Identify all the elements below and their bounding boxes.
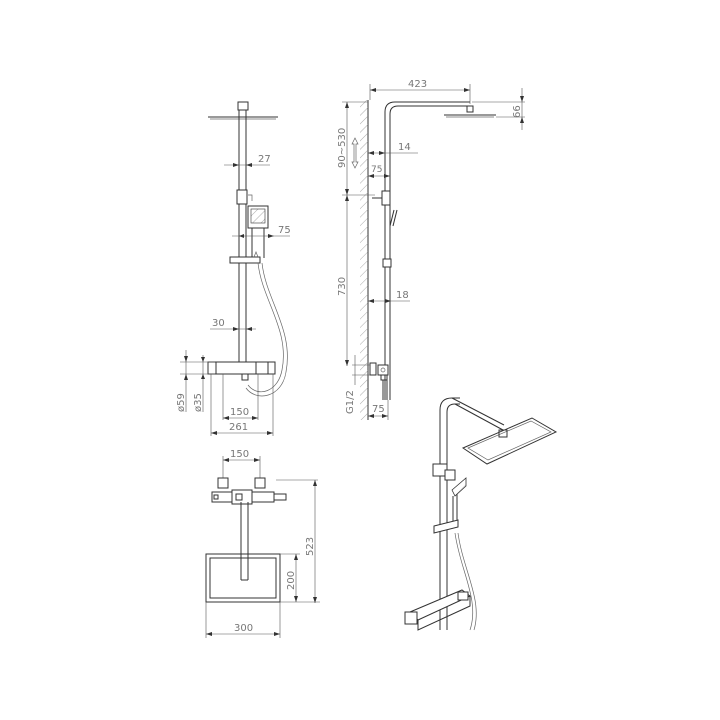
dim-label-18: 18 bbox=[396, 290, 409, 301]
side-hand-shower bbox=[389, 209, 395, 227]
right-handle bbox=[255, 361, 269, 375]
inlet-nut bbox=[369, 362, 377, 376]
top-rain-head-outer bbox=[205, 553, 281, 603]
top-rain-head-inner bbox=[209, 557, 277, 599]
slider-bracket bbox=[229, 256, 261, 264]
dim-label-150-top: 150 bbox=[230, 449, 249, 460]
head-connector bbox=[237, 101, 249, 111]
front-view: 27 75 30 bbox=[176, 101, 291, 436]
iso-riser bbox=[439, 397, 460, 630]
mixer-outlet bbox=[241, 373, 249, 381]
adjust-arrow-icon bbox=[351, 137, 359, 169]
iso-view bbox=[404, 397, 558, 631]
dim-label-423: 423 bbox=[408, 79, 427, 90]
dim-label-66: 66 bbox=[512, 105, 523, 118]
wall-hatch bbox=[360, 100, 368, 420]
side-slider bbox=[382, 258, 392, 268]
dim-label-g12: G1/2 bbox=[345, 390, 356, 414]
diverter-knob bbox=[236, 189, 248, 205]
dim-label-90-530: 90~530 bbox=[337, 128, 348, 168]
iso-slider bbox=[433, 519, 459, 534]
right-valve bbox=[254, 477, 266, 489]
dim-label-75-side-top: 75 bbox=[371, 165, 382, 175]
dim-label-27: 27 bbox=[258, 154, 271, 165]
iso-hose bbox=[454, 532, 474, 631]
side-mixer bbox=[377, 364, 389, 376]
dim-label-300: 300 bbox=[234, 623, 253, 634]
top-handle bbox=[273, 493, 287, 501]
dim-label-75-front: 75 bbox=[278, 225, 291, 236]
shower-arm bbox=[384, 101, 470, 400]
iso-rain-head bbox=[461, 417, 558, 465]
dim-label-200: 200 bbox=[286, 571, 297, 590]
top-view: 150 523 200 300 bbox=[205, 449, 320, 638]
dim-label-730: 730 bbox=[337, 277, 348, 296]
hose bbox=[247, 262, 284, 393]
iso-arm bbox=[451, 397, 505, 426]
dim-label-30: 30 bbox=[212, 318, 225, 329]
side-view: 423 66 90~530 14 75 bbox=[337, 79, 525, 420]
dim-label-75-side-bottom: 75 bbox=[372, 404, 385, 415]
left-valve bbox=[217, 477, 229, 489]
dim-label-d35: ø35 bbox=[193, 393, 204, 412]
dim-label-523: 523 bbox=[305, 537, 316, 556]
dim-label-14: 14 bbox=[398, 142, 411, 153]
left-handle bbox=[207, 361, 217, 375]
iso-hand-shower bbox=[451, 477, 467, 497]
dim-label-150-front: 150 bbox=[230, 407, 249, 418]
wall-bracket bbox=[381, 190, 391, 206]
iso-mixer-handle bbox=[404, 611, 418, 625]
dim-label-261: 261 bbox=[229, 422, 248, 433]
dim-label-d59: ø59 bbox=[176, 393, 187, 412]
